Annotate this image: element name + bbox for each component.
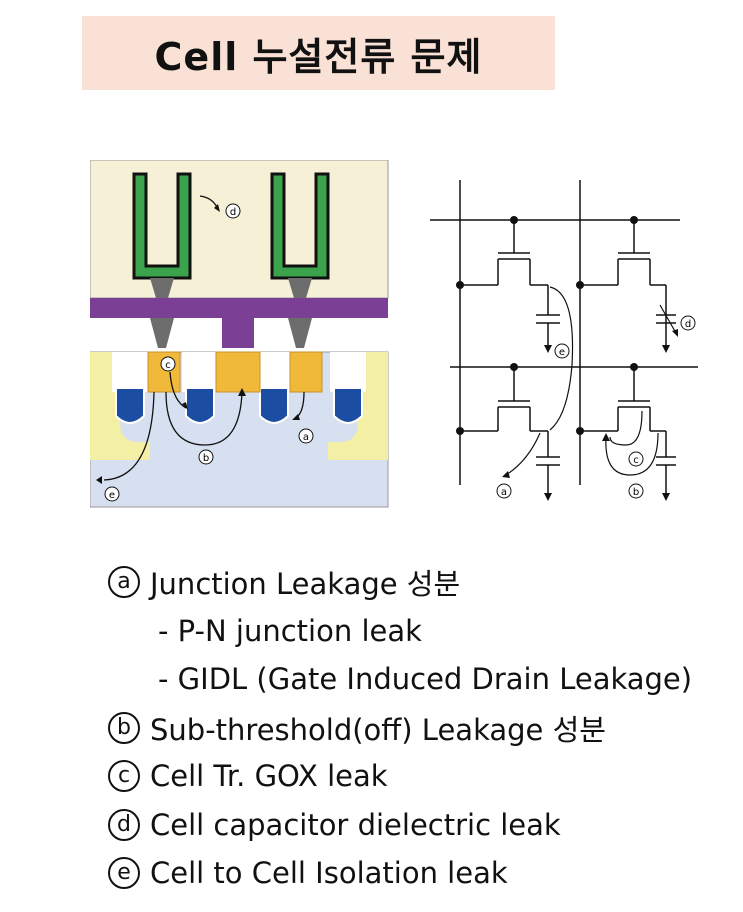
- leak-path-c: [169, 371, 187, 409]
- legend-text: Cell to Cell Isolation leak: [150, 856, 508, 891]
- schematic-marker-b: b: [633, 487, 639, 498]
- bit-line-contact: [222, 318, 254, 348]
- arrowhead-b: [238, 388, 246, 396]
- cell-cross-section-diagram: d c b a e: [90, 160, 389, 508]
- junction-center: [215, 351, 261, 393]
- arrowhead-c: [182, 402, 188, 410]
- legend-marker-b: b: [108, 711, 140, 744]
- storage-node-left-top: [150, 278, 174, 298]
- title-banner: Cell 누설전류 문제: [82, 16, 555, 90]
- legend-subitem-pn: - P-N junction leak: [108, 607, 728, 656]
- page-title: Cell 누설전류 문제: [154, 34, 483, 79]
- schematic-marker-b-circle: [628, 483, 644, 499]
- legend-subitem-gidl: - GIDL (Gate Induced Drain Leakage): [108, 655, 728, 704]
- marker-c: c: [165, 360, 171, 371]
- arrowhead-d: [214, 204, 220, 212]
- schematic-marker-e: e: [559, 347, 565, 358]
- legend-text: Cell Tr. GOX leak: [150, 759, 388, 794]
- schematic-lines: [430, 180, 698, 493]
- legend-marker-e: e: [108, 857, 140, 890]
- marker-a-circle: [298, 428, 314, 444]
- leak-path-e: [103, 391, 155, 481]
- trench-4: [330, 352, 366, 392]
- schematic-leak-d: [659, 304, 677, 334]
- arrowhead-e: [96, 476, 102, 484]
- legend-text: Sub-threshold(off) Leakage 성분: [150, 712, 606, 747]
- marker-d: d: [230, 207, 236, 218]
- legend-item-c: c Cell Tr. GOX leak: [108, 752, 728, 801]
- marker-b: b: [203, 453, 209, 464]
- schematic-marker-e-circle: [554, 343, 570, 359]
- legend-item-d: d Cell capacitor dielectric leak: [108, 801, 728, 850]
- marker-e: e: [109, 490, 115, 501]
- schematic-nodes: [456, 216, 670, 501]
- schematic-marker-d-circle: [680, 315, 696, 331]
- legend-item-e: e Cell to Cell Isolation leak: [108, 849, 728, 898]
- schematic-marker-d: d: [685, 319, 691, 330]
- legend-text: Junction Leakage 성분: [150, 567, 461, 602]
- schematic-arrowhead-b: [602, 433, 610, 441]
- gate-2: [185, 387, 215, 424]
- marker-e-circle: [104, 486, 120, 502]
- trench-3: [256, 352, 292, 392]
- legend-item-a: a Junction Leakage 성분: [108, 558, 728, 607]
- leak-path-b: [165, 391, 243, 446]
- gate-4: [333, 387, 363, 424]
- junction-right: [289, 351, 323, 393]
- legend-text: - P-N junction leak: [158, 613, 422, 648]
- schematic-marker-c: c: [633, 455, 639, 466]
- cell-circuit-schematic: e d a c b: [430, 180, 698, 501]
- arrowhead-a: [292, 414, 300, 420]
- marker-a: a: [303, 432, 309, 443]
- storage-node-contact-left: [150, 318, 174, 348]
- schematic-marker-c-circle: [628, 451, 644, 467]
- storage-node-right-top: [288, 278, 312, 298]
- legend-text: - GIDL (Gate Induced Drain Leakage): [158, 662, 693, 697]
- legend-text: Cell capacitor dielectric leak: [150, 807, 561, 842]
- bit-line: [90, 298, 388, 318]
- trench-1: [112, 352, 148, 392]
- schematic-arrowhead-d: [672, 329, 678, 337]
- legend-item-b: b Sub-threshold(off) Leakage 성분: [108, 704, 728, 753]
- gate-3: [259, 387, 289, 424]
- schematic-leak-c: [609, 410, 643, 446]
- marker-b-circle: [198, 449, 214, 465]
- schematic-leak-a: [505, 432, 541, 476]
- marker-c-circle: [160, 356, 176, 372]
- storage-node-contact-right: [288, 318, 312, 348]
- schematic-marker-a-circle: [496, 483, 512, 499]
- marker-d-circle: [225, 203, 241, 219]
- legend-marker-a: a: [108, 566, 140, 599]
- schematic-leak-e: [549, 286, 574, 431]
- schematic-marker-a: a: [501, 487, 507, 498]
- schematic-leak-b: [605, 432, 659, 476]
- gate-1: [115, 387, 145, 424]
- leakage-legend: a Junction Leakage 성분 - P-N junction lea…: [108, 558, 728, 898]
- trench-2: [182, 352, 218, 392]
- schematic-arrowhead-a: [502, 471, 510, 478]
- legend-marker-d: d: [108, 808, 140, 841]
- legend-marker-c: c: [108, 760, 140, 793]
